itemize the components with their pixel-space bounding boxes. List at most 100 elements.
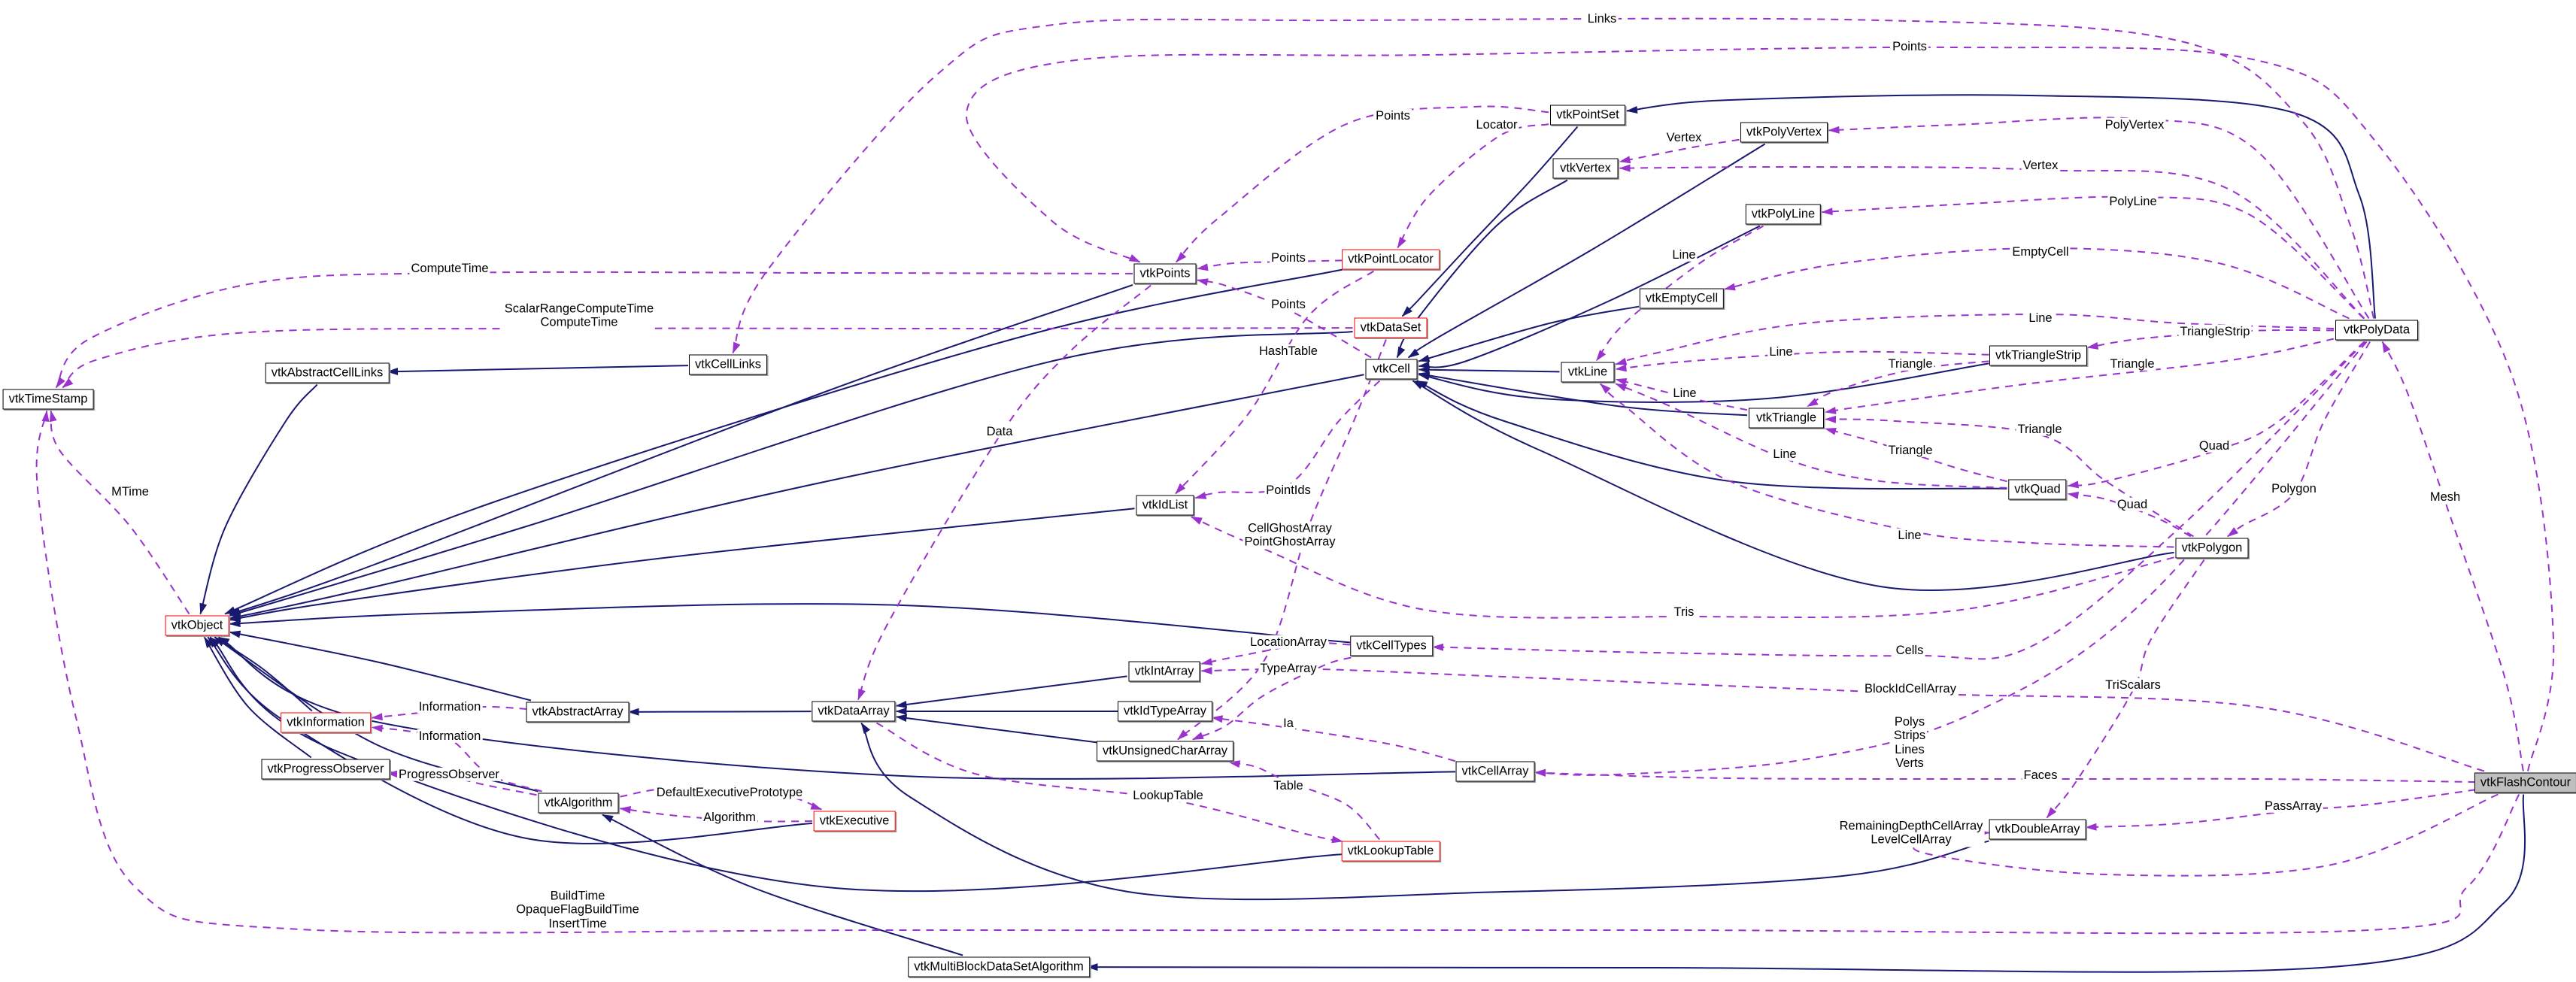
edge-label-polyData-polyLine: PolyLine [2107, 194, 2159, 209]
edge-flashContour-multiBlockAlgorithm [1086, 794, 2526, 973]
edge-label-cell-idList: PointIds [1264, 483, 1312, 498]
edge-label-polyLine-line: Line [1670, 247, 1698, 262]
edge-doubleArray-dataArray [860, 722, 1989, 901]
edge-label-flashContour-timeStamp: BuildTime OpaqueFlagBuildTime InsertTime [514, 889, 641, 931]
edge-label-points-timeStamp: ComputeTime [409, 261, 490, 276]
edge-polyData-polygon [2227, 341, 2371, 538]
class-node-emptyCell[interactable]: vtkEmptyCell [1639, 288, 1725, 309]
edge-polygon-triangle [1825, 415, 2194, 538]
class-node-vertex[interactable]: vtkVertex [1552, 158, 1619, 179]
class-node-idList[interactable]: vtkIdList [1136, 495, 1194, 516]
edge-polyData-pointSet [1626, 94, 2377, 319]
edge-cellArray-idTypeArray [1211, 715, 1456, 762]
edge-polyData-triangleStrip [2086, 329, 2335, 350]
class-node-intArray[interactable]: vtkIntArray [1128, 661, 1200, 682]
edge-triangleStrip-cell [1418, 362, 1989, 403]
edge-polygon-quad [2067, 491, 2192, 538]
class-node-timeStamp[interactable]: vtkTimeStamp [2, 389, 94, 410]
edge-cellLinks-abstractCellLinks [387, 365, 689, 376]
edge-unsignedCharArray-dataArray [895, 714, 1101, 744]
edge-object-timeStamp [49, 410, 190, 615]
edge-pointLocator-points [1197, 259, 1343, 271]
class-node-abstractArray[interactable]: vtkAbstractArray [526, 702, 630, 723]
edge-label-cellTypes-intArray: LocationArray [1249, 635, 1328, 650]
class-node-cell[interactable]: vtkCell [1365, 359, 1418, 380]
edge-polyData-cellTypes [1432, 341, 2366, 660]
edge-label-polyData-triangleStrip: TriangleStrip [2178, 324, 2252, 339]
edge-label-flashContour-cellArray: Faces [2022, 768, 2059, 783]
edge-label-quad-triangle: Triangle [1886, 443, 1934, 458]
class-node-idTypeArray[interactable]: vtkIdTypeArray [1117, 701, 1213, 722]
edge-vertex-cell [1396, 179, 1568, 359]
class-node-flashContour[interactable]: vtkFlashContour [2474, 772, 2576, 793]
edge-dataArray-abstractArray [627, 708, 812, 716]
class-node-progressObserver[interactable]: vtkProgressObserver [261, 759, 390, 780]
edge-pointSet-pointLocator [1397, 123, 1549, 249]
edge-polyVertex-vertex [1619, 138, 1740, 164]
edge-label-quad-line: Line [1771, 447, 1798, 462]
edge-label-abstractArray-information: Information [417, 699, 483, 714]
edge-label-polyData-emptyCell: EmptyCell [2010, 244, 2071, 259]
class-node-lookupTable[interactable]: vtkLookupTable [1341, 841, 1440, 862]
class-node-polyVertex[interactable]: vtkPolyVertex [1740, 122, 1828, 143]
class-node-doubleArray[interactable]: vtkDoubleArray [1989, 819, 2086, 840]
edge-label-polygon-triangle: Triangle [2016, 422, 2064, 437]
class-node-executive[interactable]: vtkExecutive [813, 811, 896, 832]
edge-polyLine-line [1595, 225, 1764, 362]
edge-algorithm-object [214, 636, 539, 793]
edge-label-points-dataArray: Data [985, 424, 1015, 439]
edge-flashContour-intArray [1200, 667, 2485, 772]
edge-polygon-cell [1412, 380, 2174, 591]
class-node-cellTypes[interactable]: vtkCellTypes [1350, 635, 1433, 656]
edge-label-polyData-quad: Quad [2197, 438, 2232, 453]
edge-label-pointLocator-points: Points [1270, 250, 1307, 265]
class-node-dataArray[interactable]: vtkDataArray [812, 701, 896, 722]
class-node-polygon[interactable]: vtkPolygon [2175, 538, 2249, 559]
edge-label-polyData-polygon: Polygon [2270, 481, 2318, 496]
class-node-pointLocator[interactable]: vtkPointLocator [1342, 249, 1440, 270]
edge-abstractCellLinks-object [199, 383, 318, 615]
edge-label-dataArray-lookupTable: LookupTable [1131, 788, 1205, 803]
class-node-polyLine[interactable]: vtkPolyLine [1745, 204, 1822, 225]
class-node-cellArray[interactable]: vtkCellArray [1455, 761, 1535, 782]
edge-flashContour-polyData [2381, 341, 2524, 771]
edge-lookupTable-unsignedCharArray [1228, 760, 1380, 841]
class-node-cellLinks[interactable]: vtkCellLinks [688, 354, 768, 375]
edge-label-flashContour-polyData: Mesh [2428, 489, 2462, 505]
edge-label-triangleStrip-triangle: Triangle [1886, 356, 1934, 371]
class-node-abstractCellLinks[interactable]: vtkAbstractCellLinks [265, 362, 390, 383]
class-node-triangle[interactable]: vtkTriangle [1749, 408, 1824, 429]
class-node-pointSet[interactable]: vtkPointSet [1550, 105, 1625, 126]
edge-flashContour-points [965, 46, 2555, 771]
edge-cellTypes-object [229, 603, 1351, 644]
class-node-line[interactable]: vtkLine [1561, 362, 1615, 383]
edge-polyData-cellLinks [732, 17, 2375, 354]
edge-polyData-polyLine [1821, 195, 2365, 320]
edge-quad-triangle [1825, 427, 2007, 483]
edge-lookupTable-object [209, 636, 1343, 893]
class-node-algorithm[interactable]: vtkAlgorithm [538, 793, 619, 814]
edge-flashContour-timeStamp [35, 410, 2520, 935]
edge-dataSet-object [229, 330, 1353, 617]
edge-idList-object [229, 508, 1135, 623]
edge-abstractArray-object [229, 630, 532, 702]
class-node-triangleStrip[interactable]: vtkTriangleStrip [1989, 345, 2088, 366]
edge-label-object-timeStamp: MTime [110, 484, 150, 499]
class-node-quad[interactable]: vtkQuad [2008, 479, 2067, 500]
edge-label-polygon-line: Line [1896, 528, 1923, 543]
class-node-polyData[interactable]: vtkPolyData [2335, 320, 2418, 341]
edge-label-polygon-doubleArray: TriScalars [2104, 677, 2162, 693]
edge-label-executive-algorithm: Algorithm [702, 810, 757, 825]
edge-points-dataArray [857, 284, 1151, 701]
edge-progressObserver-object [203, 636, 312, 759]
class-node-dataSet[interactable]: vtkDataSet [1354, 317, 1428, 338]
class-node-multiBlockAlgorithm[interactable]: vtkMultiBlockDataSetAlgorithm [908, 956, 1090, 977]
class-node-information[interactable]: vtkInformation [281, 712, 371, 733]
edge-label-algorithm-information: Information [417, 729, 483, 744]
class-node-points[interactable]: vtkPoints [1133, 263, 1197, 284]
edge-flashContour-cellArray [1534, 768, 2476, 783]
class-node-object[interactable]: vtkObject [165, 615, 229, 636]
class-node-unsignedCharArray[interactable]: vtkUnsignedCharArray [1097, 741, 1233, 762]
edge-label-polyData-cellLinks: Links [1585, 11, 1619, 26]
edge-cell-idList [1194, 380, 1380, 499]
